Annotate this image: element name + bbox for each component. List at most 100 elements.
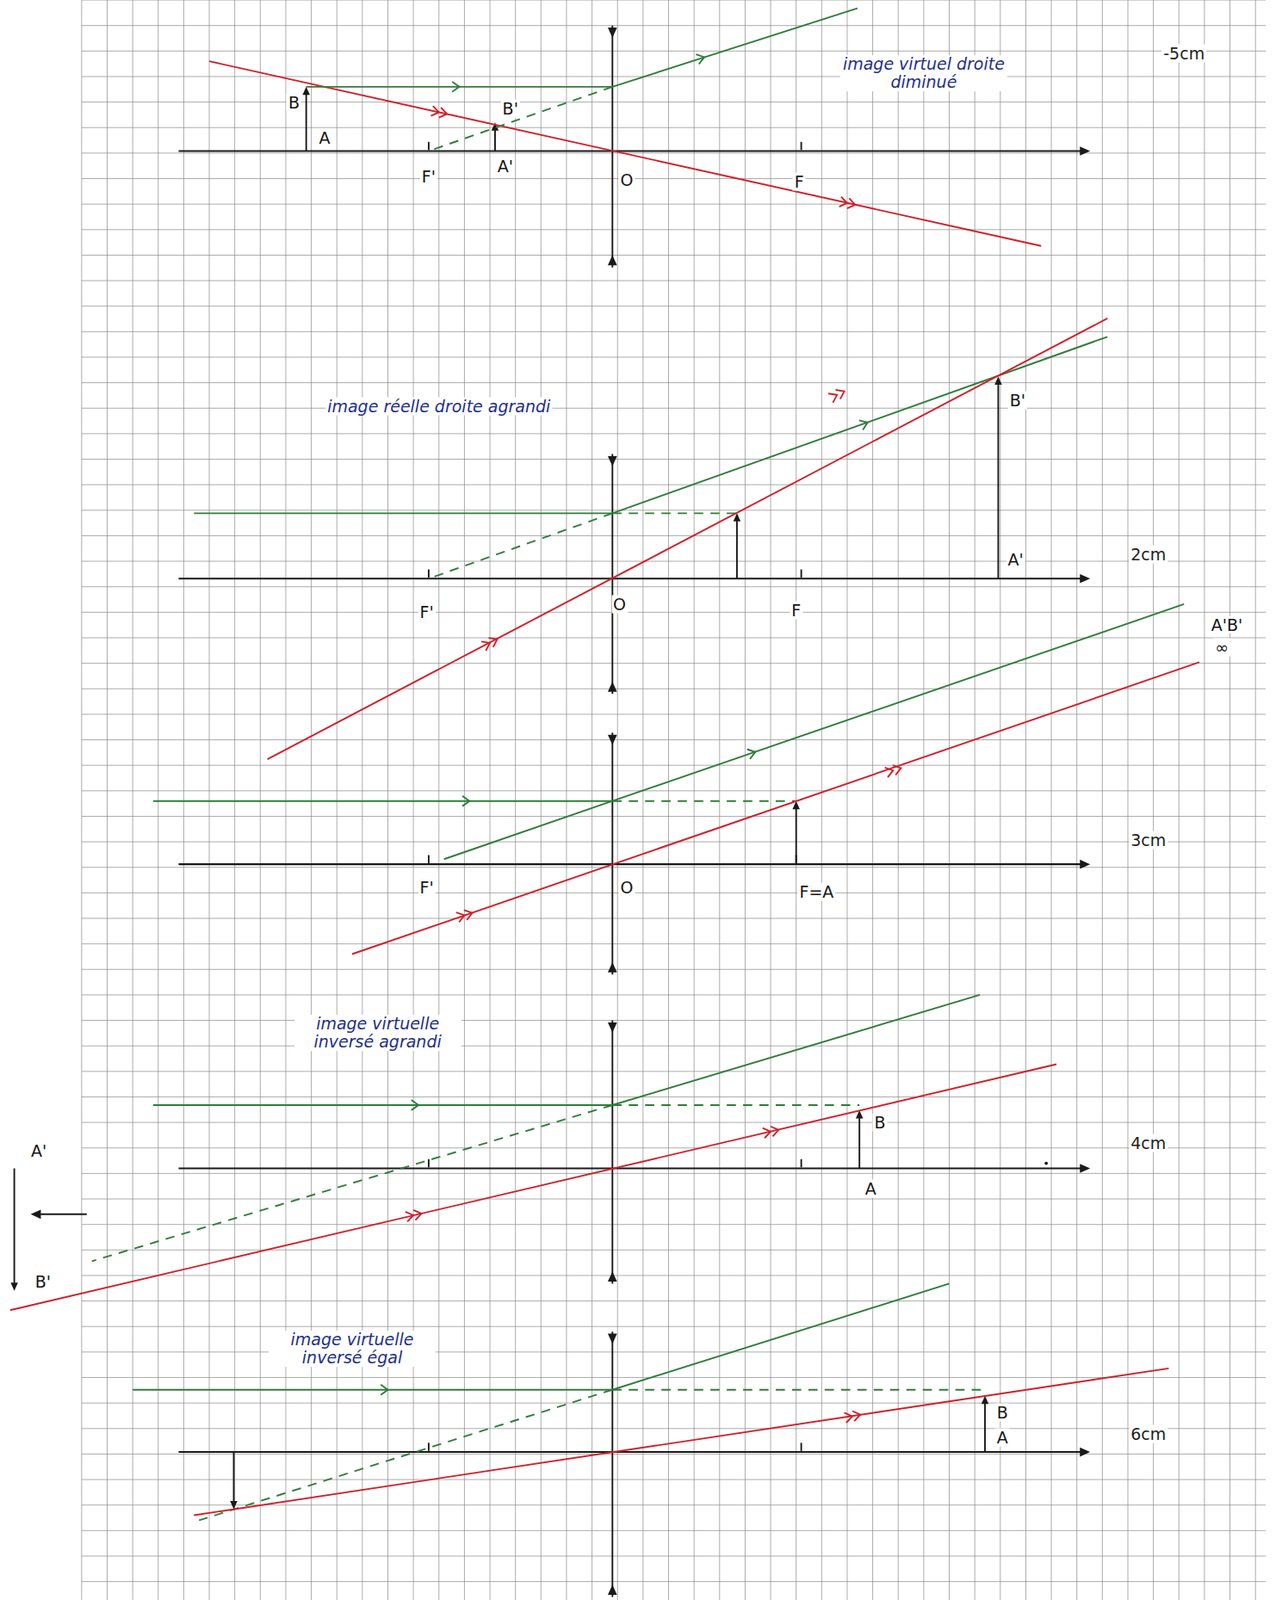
grid-line <box>81 1555 1266 1557</box>
lens-arrow <box>607 681 618 693</box>
ray-direction <box>439 107 447 118</box>
grid-line <box>81 509 1266 511</box>
grid-line <box>132 0 134 1600</box>
ray <box>153 800 613 803</box>
point-label: F <box>789 600 803 620</box>
grid-line <box>999 0 1001 1600</box>
grid-paper <box>81 0 1266 1600</box>
grid-line <box>795 0 797 1600</box>
ray <box>352 662 1200 954</box>
point-label: A'B' <box>1209 615 1245 634</box>
focus-tick <box>800 569 803 578</box>
ray-direction <box>852 1412 861 1423</box>
grid-line <box>1076 0 1078 1600</box>
grid-line <box>81 101 1266 103</box>
lens <box>611 1331 614 1598</box>
grid-line <box>81 561 1266 563</box>
grid-line <box>81 408 1266 409</box>
axis-arrow <box>1079 860 1091 870</box>
point-label: B' <box>501 99 521 118</box>
grid-line <box>81 892 1266 894</box>
grid-line <box>770 0 772 1600</box>
ray-extension <box>428 86 613 152</box>
grid-line <box>81 1250 1266 1252</box>
ray-extension <box>612 800 796 803</box>
distance-label: 4cm <box>1128 1133 1168 1152</box>
optics <box>10 8 1200 1598</box>
optical-axis <box>178 1451 1084 1454</box>
axis-arrow <box>1079 1448 1091 1458</box>
axis-arrow <box>1079 1164 1091 1174</box>
ray-direction <box>481 641 490 651</box>
ray-direction <box>844 1412 853 1424</box>
grid-line <box>821 0 823 1600</box>
object-arrow <box>858 1114 861 1170</box>
lens-arrow <box>607 1334 618 1345</box>
focus-tick <box>427 142 430 150</box>
grid-line <box>1025 0 1027 1600</box>
ray-direction <box>452 81 459 93</box>
ray-direction <box>747 749 756 759</box>
grid-line <box>81 1199 1266 1201</box>
focus-dot <box>1044 1162 1048 1166</box>
grid-line <box>209 0 211 1600</box>
grid-line <box>81 1428 1266 1430</box>
point-label: F=A <box>797 883 836 902</box>
ray-direction <box>885 767 894 778</box>
point-label: O <box>611 594 628 614</box>
grid-line <box>81 484 1266 486</box>
grid-line <box>81 1122 1266 1124</box>
focus-tick <box>427 1443 430 1451</box>
optical-axis <box>178 863 1084 866</box>
point-label: B' <box>33 1273 53 1292</box>
ray-direction <box>456 912 465 923</box>
grid-line <box>81 1147 1266 1149</box>
grid-line <box>157 0 159 1600</box>
grid-line <box>1127 0 1128 1600</box>
grid-line <box>489 0 491 1600</box>
grid-line <box>81 816 1266 818</box>
ray-direction <box>411 1100 419 1111</box>
ray-direction <box>380 1385 388 1396</box>
point-label: O <box>618 879 635 898</box>
ray <box>444 801 614 861</box>
focus-tick <box>427 569 430 578</box>
lens <box>611 454 614 695</box>
ray-direction <box>892 765 902 775</box>
grid-line <box>974 0 976 1600</box>
grid-line <box>872 0 874 1600</box>
lens-arrow <box>607 1271 618 1282</box>
grid-line <box>1178 0 1180 1600</box>
grid-line <box>81 918 1266 920</box>
lens <box>611 1021 614 1285</box>
grid-line <box>81 1224 1266 1226</box>
grid-line <box>81 1071 1266 1072</box>
point-label: A <box>863 1180 879 1199</box>
grid-line <box>81 127 1266 129</box>
grid-line <box>81 1173 1266 1175</box>
grid-line <box>948 0 950 1600</box>
grid-line <box>81 739 1266 741</box>
grid-line <box>81 1377 1266 1379</box>
ray-extension <box>612 1104 860 1107</box>
point-label: B' <box>1008 390 1028 409</box>
point-label: ∞ <box>1213 637 1231 657</box>
point-label: A' <box>1005 550 1025 569</box>
grid-line <box>81 1530 1266 1532</box>
direction-arrow-head <box>30 1209 42 1220</box>
ray-direction <box>836 390 845 400</box>
ray-extension <box>198 1390 613 1522</box>
grid-line <box>260 0 261 1600</box>
grid-line <box>464 0 465 1600</box>
grid-line <box>81 0 1266 1</box>
ray-direction <box>762 1128 771 1140</box>
grid-line <box>81 943 1266 945</box>
grid-line <box>81 994 1266 996</box>
grid-line <box>540 0 542 1600</box>
grid-line <box>1229 0 1231 1600</box>
grid-line <box>81 688 1266 690</box>
ray-direction <box>770 1127 779 1138</box>
grid-line <box>744 0 746 1600</box>
grid-line <box>81 1275 1266 1276</box>
